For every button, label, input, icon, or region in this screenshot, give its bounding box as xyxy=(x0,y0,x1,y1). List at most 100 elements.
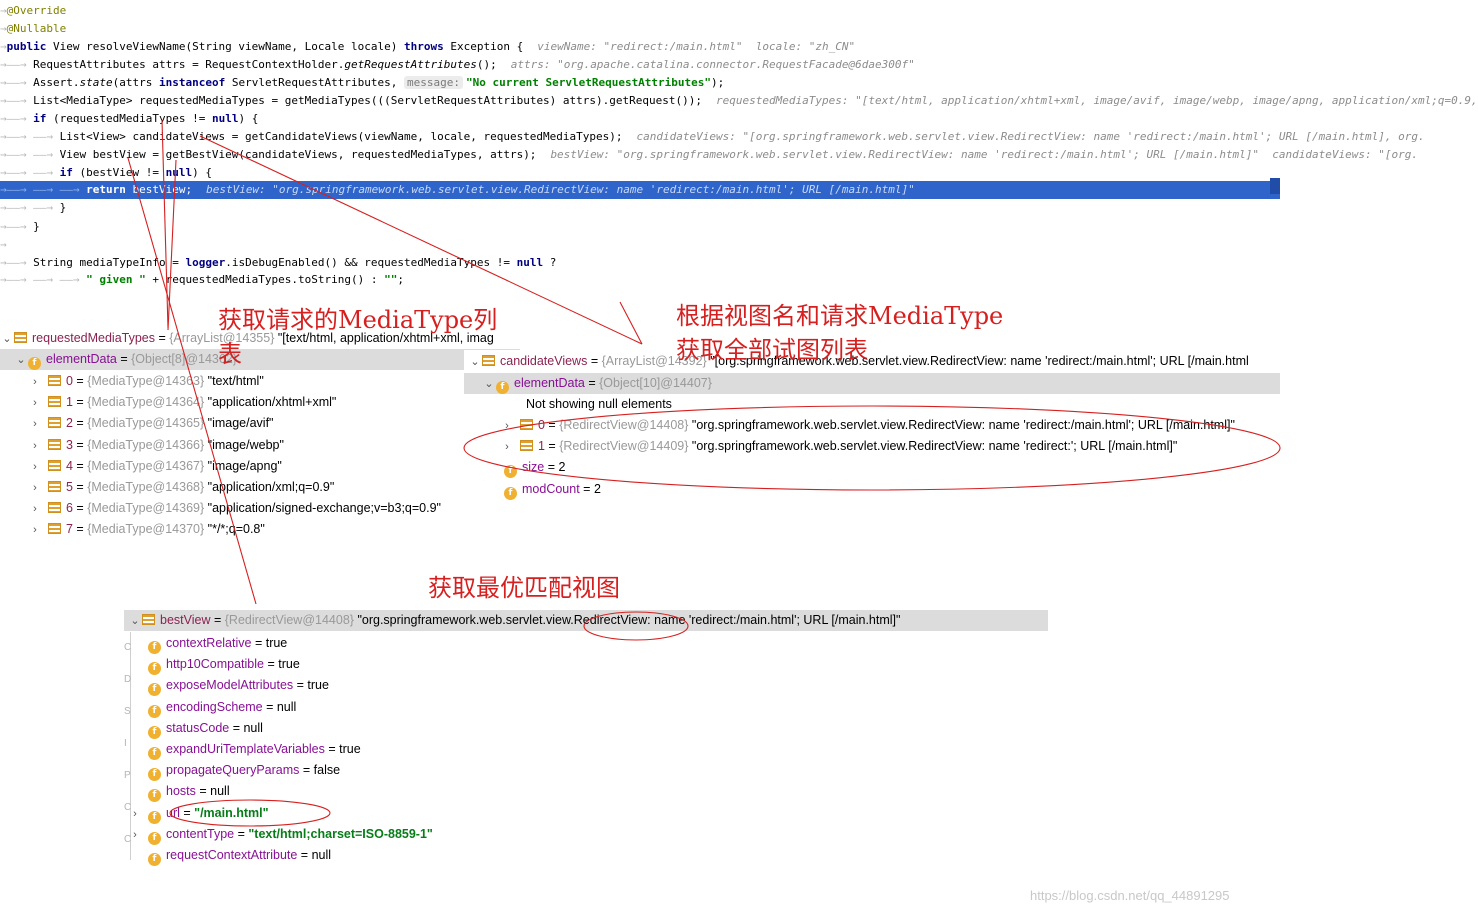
scrollbar-marker[interactable] xyxy=(1270,178,1280,194)
code-line[interactable]: →——→ RequestAttributes attrs = RequestCo… xyxy=(0,56,1280,74)
tree-node-best-view[interactable]: ⌄bestView = {RedirectView@14408} "org.sp… xyxy=(124,610,1048,631)
code-line[interactable]: →——→ } xyxy=(0,218,1280,236)
variables-panel-candidate-views: ⌄candidateViews = {ArrayList@14392} "[or… xyxy=(464,350,1280,506)
code-line[interactable]: →public View resolveViewName(String view… xyxy=(0,38,1280,56)
chevron-right-icon[interactable]: › xyxy=(133,828,137,841)
chevron-right-icon[interactable]: › xyxy=(33,524,37,537)
field-icon: f xyxy=(148,641,161,654)
code-line[interactable]: →——→ String mediaTypeInfo = logger.isDeb… xyxy=(0,254,1280,272)
tree-node-array-element[interactable]: ›1 = {RedirectView@14409} "org.springfra… xyxy=(500,436,1177,457)
chevron-right-icon[interactable]: › xyxy=(33,418,37,431)
code-token: + requestedMediaTypes.toString() : xyxy=(145,273,385,286)
chevron-right-icon[interactable]: › xyxy=(33,503,37,516)
list-icon xyxy=(520,440,533,451)
field-icon: f xyxy=(148,725,161,739)
code-token: bestView; xyxy=(125,183,193,196)
annotation-media-type-list: 获取请求的MediaType列 xyxy=(218,306,498,334)
tree-node-array-element[interactable]: ›4 = {MediaType@14367} "image/apng" xyxy=(28,456,282,477)
gutter-label: C xyxy=(124,642,132,653)
list-icon xyxy=(520,419,533,430)
code-line[interactable]: →@Override xyxy=(0,2,1280,20)
tree-node-array-element[interactable]: ›6 = {MediaType@14369} "application/sign… xyxy=(28,498,441,519)
list-icon xyxy=(482,355,495,366)
gutter-label: D xyxy=(124,674,132,685)
indent-guide: →——→ ——→ xyxy=(0,148,60,161)
code-line[interactable]: →——→ ——→ if (bestView != null) { xyxy=(0,164,1280,182)
chevron-right-icon[interactable]: › xyxy=(505,441,509,453)
tree-node-array-element[interactable]: ›3 = {MediaType@14366} "image/webp" xyxy=(28,435,284,456)
chevron-down-icon[interactable]: ⌄ xyxy=(470,356,480,368)
tree-node-array-element[interactable]: ›0 = {RedirectView@14408} "org.springfra… xyxy=(500,415,1235,436)
tree-node-array-element[interactable]: ›2 = {MediaType@14365} "image/avif" xyxy=(28,413,273,434)
chevron-down-icon[interactable]: ⌄ xyxy=(130,615,140,627)
list-icon xyxy=(48,396,61,408)
tree-node-candidate-views[interactable]: ⌄candidateViews = {ArrayList@14392} "[or… xyxy=(468,351,1248,372)
tree-node-array-element[interactable]: ›0 = {MediaType@14363} "text/html" xyxy=(28,371,264,392)
tree-node-array-element[interactable]: ›1 = {MediaType@14364} "application/xhtm… xyxy=(28,392,336,413)
list-icon xyxy=(14,332,27,343)
gutter-label: C xyxy=(124,802,132,813)
chevron-down-icon[interactable]: ⌄ xyxy=(16,354,26,366)
indent-guide: →——→ ——→ xyxy=(0,130,60,143)
code-line[interactable]: →——→ ——→ View bestView = getBestView(can… xyxy=(0,146,1418,164)
code-token: View bestView = getBestView(candidateVie… xyxy=(59,148,537,161)
code-line[interactable]: →——→ ——→ List<View> candidateViews = get… xyxy=(0,128,1425,146)
inline-debug-value: attrs: "org.apache.catalina.connector.Re… xyxy=(510,58,915,71)
field-icon: f xyxy=(504,465,517,478)
chevron-right-icon[interactable]: › xyxy=(33,376,37,388)
code-token: Assert. xyxy=(33,76,80,89)
code-token: (attrs xyxy=(112,76,159,89)
code-token: public xyxy=(6,40,47,53)
indent-guide: → xyxy=(0,22,7,35)
tree-node-array-element[interactable]: ›7 = {MediaType@14370} "*/*;q=0.8" xyxy=(28,519,265,540)
code-line[interactable]: →@Nullable xyxy=(0,20,1280,38)
chevron-right-icon[interactable]: › xyxy=(505,420,509,432)
code-token: " given " xyxy=(86,273,146,286)
code-line[interactable]: →——→ List<MediaType> requestedMediaTypes… xyxy=(0,92,1478,110)
code-line[interactable]: →——→ ——→ } xyxy=(0,199,1280,217)
chevron-down-icon[interactable]: ⌄ xyxy=(484,378,494,390)
code-token: ); xyxy=(711,76,725,89)
chevron-right-icon[interactable]: › xyxy=(33,439,37,452)
chevron-right-icon[interactable]: › xyxy=(33,482,37,494)
annotation-best-view: 获取最优匹配视图 xyxy=(428,574,620,602)
chevron-right-icon[interactable]: › xyxy=(33,460,37,473)
code-token: ServletRequestAttributes, xyxy=(225,76,405,89)
code-token: (); xyxy=(476,58,497,71)
code-token: state xyxy=(79,76,113,89)
code-editor[interactable]: →@Override→@Nullable→public View resolve… xyxy=(0,0,1478,306)
field-icon: f xyxy=(496,381,509,394)
code-token: null xyxy=(516,256,544,269)
code-token: String mediaTypeInfo = xyxy=(33,256,186,269)
code-token: message: xyxy=(404,76,463,89)
chevron-right-icon[interactable]: › xyxy=(133,807,137,820)
code-token: .isDebugEnabled() && requestedMediaTypes… xyxy=(225,256,517,269)
code-line[interactable]: →——→ Assert.state(attrs instanceof Servl… xyxy=(0,74,1280,92)
field-icon: f xyxy=(148,789,161,803)
code-line[interactable]: → xyxy=(0,236,1280,254)
annotation-candidate-views-1: 根据视图名和请求MediaType xyxy=(676,302,1004,330)
chevron-right-icon[interactable]: › xyxy=(33,397,37,410)
code-line[interactable]: →——→ ——→ ——→ return bestView;bestView: "… xyxy=(0,181,1280,199)
chevron-down-icon[interactable]: ⌄ xyxy=(2,333,12,345)
code-token: null xyxy=(211,112,239,125)
tree-node-array-element[interactable]: ›5 = {MediaType@14368} "application/xml;… xyxy=(28,477,334,498)
code-line[interactable]: →——→ if (requestedMediaTypes != null) { xyxy=(0,110,1280,128)
code-line[interactable]: →——→ ——→ ——→ " given " + requestedMediaT… xyxy=(0,271,1280,289)
